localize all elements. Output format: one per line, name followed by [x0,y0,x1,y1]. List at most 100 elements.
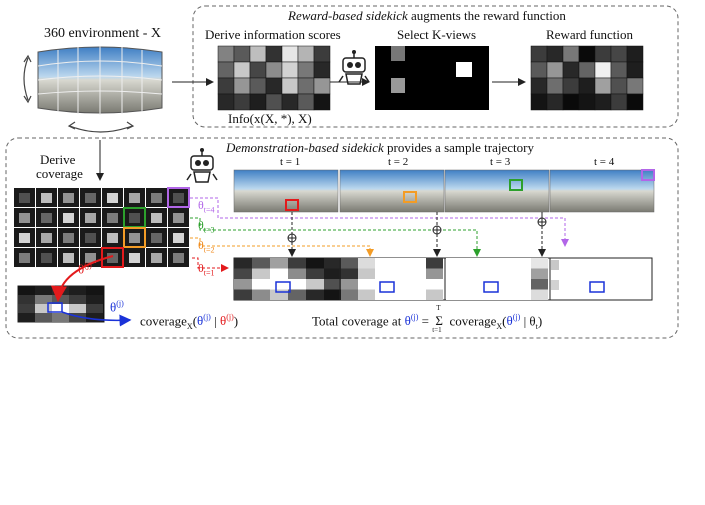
grid-cell [63,193,74,203]
demo-panel-title: Demonstration-based sidekick provides a … [226,140,534,155]
grid-cell [129,253,140,263]
grid-cell [375,279,392,290]
grid-cell [392,268,409,279]
grid-cell [551,280,559,290]
grid-cell [35,313,52,322]
grid-cell [35,295,52,304]
grid-cell [252,279,270,290]
theta-t3-label: θt=3 [198,218,215,235]
info-score-grid [217,45,331,111]
grid-cell [18,286,35,295]
theta-j-blue-label: θ(j) [110,299,124,315]
grid-cell [531,279,548,290]
grid-cell [610,93,628,111]
grid-cell [18,295,35,304]
grid-cell [610,45,628,63]
grid-cell [626,45,644,63]
grid-cell [85,213,96,223]
theta-connectors [190,197,569,272]
grid-cell [107,253,118,263]
grid-cell [463,258,480,269]
grid-cell [306,289,324,300]
grid-cell [530,93,548,111]
grid-cell [234,258,252,269]
grid-cell [514,258,531,269]
grid-cell [324,279,342,290]
theta-j-blue-arrow [61,311,132,327]
grid-cell [129,233,140,243]
info-title: Derive information scores [205,27,341,42]
panorama-frame [444,169,550,213]
grid-cell [375,258,392,269]
grid-cell [233,61,251,79]
grid-cell [392,289,409,300]
grid-cell [426,268,443,279]
grid-cell [129,213,140,223]
grid-cell [358,279,375,290]
grid-cell [281,77,299,95]
grid-cell [19,193,30,203]
grid-cell [41,253,52,263]
robot-icon [338,50,370,85]
view-highlight-box [509,179,523,191]
grid-cell [306,279,324,290]
grid-cell [85,233,96,243]
grid-cell [270,258,288,269]
grid-cell [391,46,405,61]
grid-cell [234,279,252,290]
grid-cell [41,213,52,223]
grid-cell [173,253,184,263]
grid-cell [562,45,580,63]
grid-cell [514,279,531,290]
theta-j-red-label: θ(j) [78,261,92,277]
grid-cell [18,304,35,313]
sum-connectors [287,212,547,257]
grid-cell [341,289,358,300]
grid-cell [217,93,235,111]
grid-cell [409,279,426,290]
grid-cell [341,258,358,269]
grid-cell [409,289,426,300]
grid-cell [610,77,628,95]
grid-cell [446,258,463,269]
panorama-frame [549,169,655,213]
grid-cell [288,258,306,269]
grid-cell [270,279,288,290]
panorama-frame [339,169,445,213]
grid-cell [626,61,644,79]
grid-cell [151,213,162,223]
grid-cell [480,268,497,279]
grid-cell [392,279,409,290]
grid-cell [297,61,315,79]
grid-cell [86,313,103,322]
grid-cell [69,304,86,313]
grid-cell [85,253,96,263]
grid-cell [530,45,548,63]
view-highlight-box [641,169,655,181]
demo-panel [5,137,679,339]
coverage-maps [233,257,653,301]
grid-cell [480,289,497,300]
grid-cell [252,289,270,300]
grid-cell [63,253,74,263]
grid-cell [409,258,426,269]
env-title: 360 environment - X [44,26,162,41]
grid-cell [252,258,270,269]
grid-cell [173,193,184,203]
theta-j-red-arrow [50,255,114,302]
panorama-image [37,46,163,115]
grid-cell [297,77,315,95]
grid-cell [19,233,30,243]
grid-cell [324,258,342,269]
grid-cell [234,289,252,300]
robot-icon [186,148,218,183]
time-label: t = 3 [490,156,511,168]
theta-t2-label: θt=2 [198,238,215,255]
info-caption: Info(x(X, *), X) [228,111,312,126]
grid-cell [270,289,288,300]
grid-cell [530,61,548,79]
grid-cell [281,93,299,111]
grid-cell [578,93,596,111]
grid-cell [409,268,426,279]
grid-cell [626,93,644,111]
